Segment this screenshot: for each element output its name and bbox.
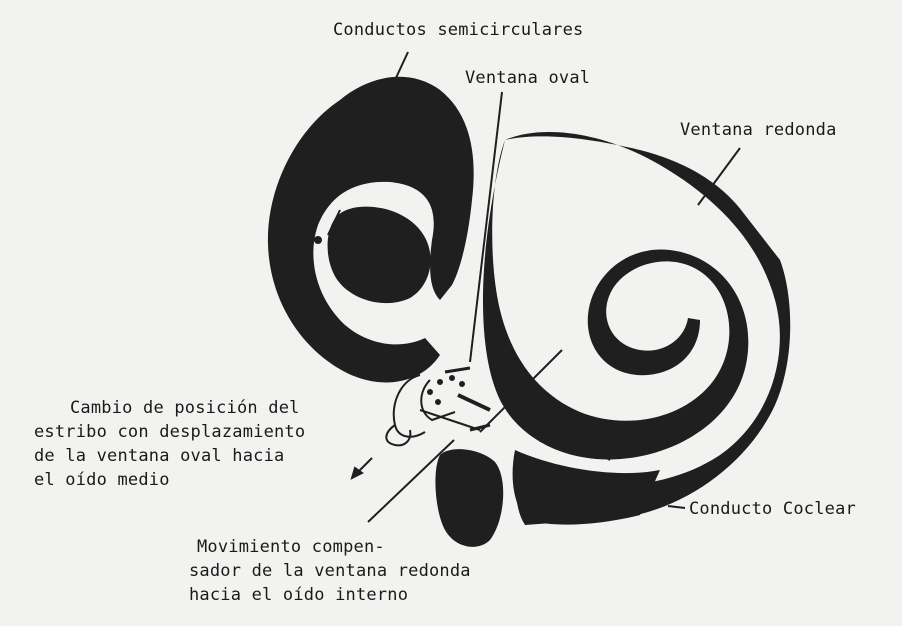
- label-oval-window: Ventana oval: [465, 66, 590, 90]
- stapes-line-3: de la ventana oval hacia: [34, 444, 305, 468]
- compensatory-line-1: Movimiento compen-: [197, 535, 479, 559]
- semicircular-canals-shape: [268, 77, 474, 383]
- label-stapes-change: Cambio de posición del estribo con despl…: [34, 396, 305, 492]
- compensatory-line-3: hacia el oído interno: [189, 583, 471, 607]
- compensatory-line-2: sador de la ventana redonda: [189, 559, 471, 583]
- label-round-window: Ventana redonda: [680, 118, 837, 142]
- stapes-line-2: estribo con desplazamiento: [34, 420, 305, 444]
- label-semicircular-canals: Conductos semicirculares: [333, 18, 583, 42]
- label-compensatory-movement: Movimiento compen- sador de la ventana r…: [197, 535, 479, 607]
- stapes-line-1: Cambio de posición del: [70, 396, 341, 420]
- stapes-line-4: el oído medio: [34, 468, 305, 492]
- label-cochlear-duct: Conducto Coclear: [689, 497, 856, 521]
- cochlea-shape: [435, 132, 790, 547]
